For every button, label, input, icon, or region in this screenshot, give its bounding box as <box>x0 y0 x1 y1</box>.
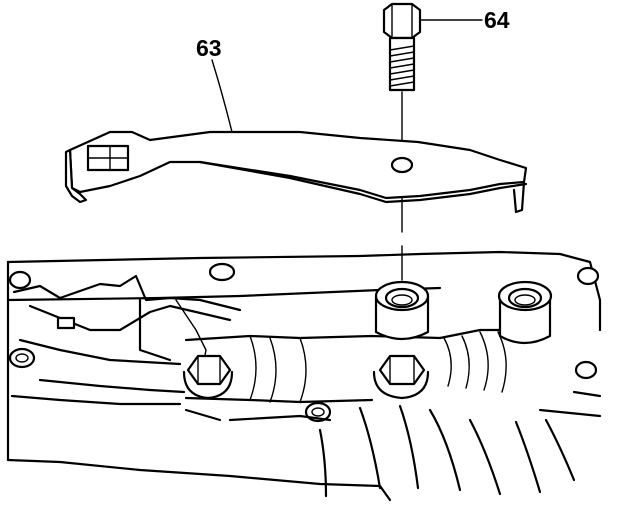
valve-body-casting <box>6 250 602 502</box>
callout-63-leader <box>211 59 233 133</box>
bolt-part <box>382 2 422 281</box>
bracket-part <box>64 130 528 214</box>
callout-64: 64 <box>484 7 510 33</box>
callout-63: 63 <box>196 35 222 61</box>
